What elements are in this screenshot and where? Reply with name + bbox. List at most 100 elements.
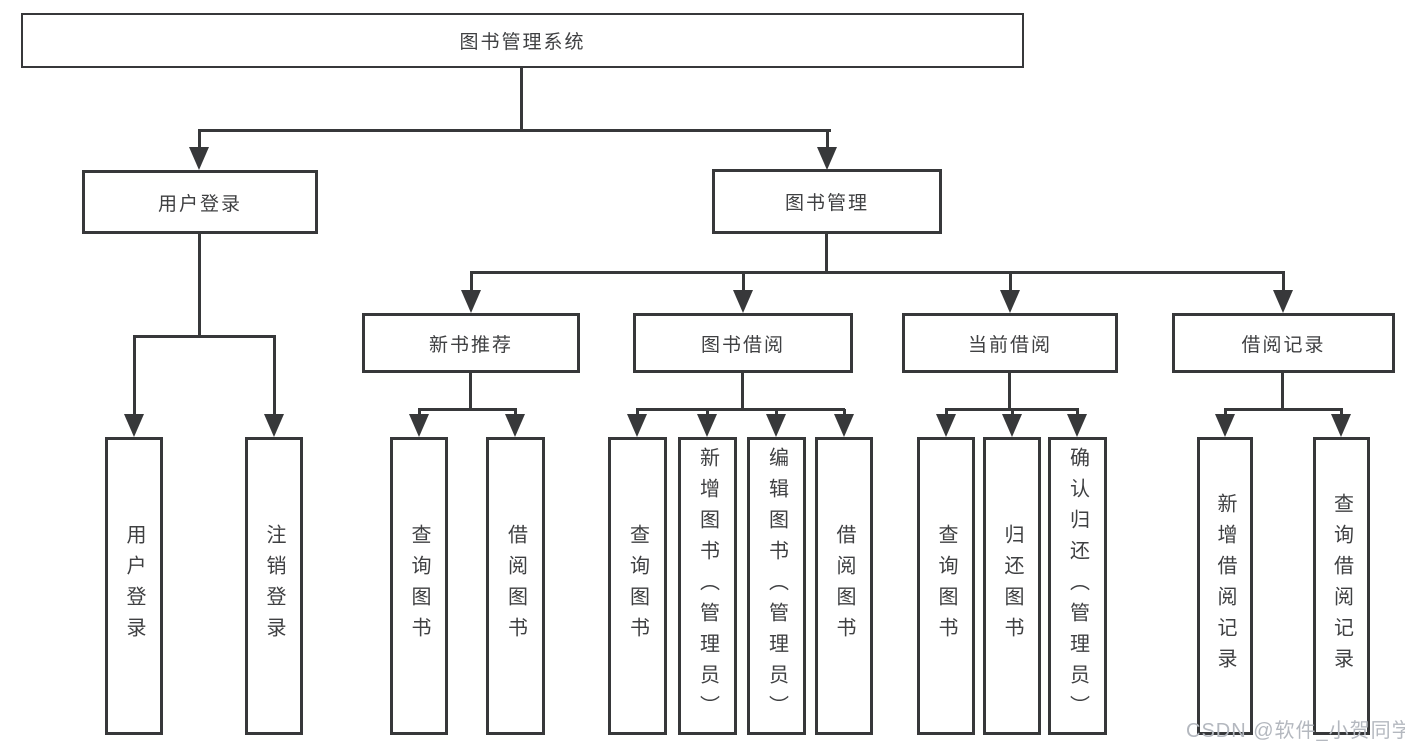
arrowhead-icon: [1331, 414, 1351, 437]
arrowhead-icon: [1002, 414, 1022, 437]
arrow-to-leaf-bb-borrow: [834, 409, 854, 437]
arrow-to-leaf-bb-query: [627, 409, 647, 437]
arrowhead-icon: [1067, 414, 1087, 437]
arrowhead-icon: [1273, 290, 1293, 313]
arrowhead-icon: [1215, 414, 1235, 437]
arrow-stem: [825, 131, 829, 152]
connector-user-login-stem: [198, 234, 201, 338]
leaf-bb-edit-books: 编辑图书（管理员）: [747, 437, 806, 735]
node-new-book-recommend-label: 新书推荐: [428, 334, 513, 356]
arrowhead-icon: [505, 414, 525, 437]
arrow-to-leaf-bb-add: [697, 409, 717, 437]
arrow-stem: [132, 337, 136, 419]
arrowhead-icon: [189, 147, 209, 170]
arrow-to-user-login: [189, 131, 209, 170]
arrowhead-icon: [627, 414, 647, 437]
node-book-borrowing-label: 图书借阅: [700, 334, 785, 356]
arrow-stem: [1008, 273, 1012, 295]
connector-book-borrowing-bar: [636, 408, 845, 411]
node-root-label: 图书管理系统: [459, 32, 586, 53]
connector-book-management-bar: [470, 271, 1285, 274]
leaf-bb-borrow-books: 借阅图书: [815, 437, 873, 735]
leaf-label: 查询图书: [935, 524, 957, 648]
arrowhead-icon: [834, 414, 854, 437]
arrowhead-icon: [697, 414, 717, 437]
node-borrowing-records: 借阅记录: [1172, 313, 1395, 373]
arrow-to-leaf-cb-return: [1002, 409, 1022, 437]
connector-root-bar: [198, 129, 831, 132]
connector-new-book-recommend-stem: [469, 373, 472, 410]
leaf-label: 确认归还（管理员）: [1066, 446, 1089, 726]
arrowhead-icon: [409, 414, 429, 437]
connector-root-stem: [520, 66, 523, 132]
node-book-management: 图书管理: [712, 169, 942, 234]
arrowhead-icon: [461, 290, 481, 313]
arrow-to-leaf-logout-login: [264, 337, 284, 437]
node-borrowing-records-label: 借阅记录: [1241, 334, 1326, 356]
leaf-user-login: 用户登录: [105, 437, 163, 735]
leaf-label: 查询图书: [408, 524, 430, 648]
arrow-stem: [469, 273, 473, 295]
arrow-to-borrowing-records: [1273, 273, 1293, 313]
node-new-book-recommend: 新书推荐: [362, 313, 580, 373]
arrow-to-leaf-user-login: [124, 337, 144, 437]
connector-borrowing-records-stem: [1281, 373, 1284, 410]
arrow-to-book-borrowing: [733, 273, 753, 313]
arrow-stem: [1281, 273, 1285, 295]
leaf-label: 新增图书（管理员）: [696, 446, 719, 726]
node-user-login-label: 用户登录: [157, 193, 242, 215]
node-root: 图书管理系统: [21, 13, 1024, 68]
leaf-cb-return-books: 归还图书: [983, 437, 1041, 735]
arrow-to-leaf-bb-edit: [766, 409, 786, 437]
arrow-to-leaf-nbr-query: [409, 409, 429, 437]
connector-current-borrowing-stem: [1008, 373, 1011, 410]
leaf-label: 借阅图书: [833, 524, 855, 648]
leaf-label: 编辑图书（管理员）: [765, 446, 788, 726]
connector-book-borrowing-stem: [741, 373, 744, 410]
leaf-cb-query-books: 查询图书: [917, 437, 975, 735]
node-book-management-label: 图书管理: [784, 193, 869, 214]
leaf-label: 查询图书: [626, 524, 649, 648]
leaf-nbr-borrow-books: 借阅图书: [486, 437, 545, 735]
arrowhead-icon: [936, 414, 956, 437]
arrow-stem: [741, 273, 745, 295]
arrow-to-new-book-recommend: [461, 273, 481, 313]
arrow-to-leaf-nbr-borrow: [505, 409, 525, 437]
leaf-label: 新增借阅记录: [1214, 493, 1236, 679]
leaf-label: 用户登录: [123, 524, 145, 648]
leaf-bb-add-books: 新增图书（管理员）: [678, 437, 737, 735]
arrowhead-icon: [264, 414, 284, 437]
leaf-bb-query-books: 查询图书: [608, 437, 667, 735]
leaf-label: 归还图书: [1001, 524, 1023, 648]
node-user-login: 用户登录: [82, 170, 318, 234]
leaf-br-query-record: 查询借阅记录: [1313, 437, 1370, 735]
leaf-label: 借阅图书: [504, 524, 527, 648]
leaf-label: 查询借阅记录: [1330, 493, 1353, 679]
arrow-to-book-management: [817, 131, 837, 170]
connector-borrowing-records-bar: [1224, 408, 1343, 411]
arrowhead-icon: [766, 414, 786, 437]
arrowhead-icon: [733, 290, 753, 313]
arrow-to-leaf-br-add: [1215, 409, 1235, 437]
connector-user-login-bar: [133, 335, 276, 338]
leaf-logout-login: 注销登录: [245, 437, 303, 735]
arrow-to-leaf-cb-query: [936, 409, 956, 437]
arrow-to-leaf-cb-confirm: [1067, 409, 1087, 437]
arrowhead-icon: [817, 147, 837, 170]
connector-book-management-stem: [825, 234, 828, 273]
arrowhead-icon: [1000, 290, 1020, 313]
node-current-borrowing-label: 当前借阅: [967, 334, 1052, 356]
leaf-nbr-query-books: 查询图书: [390, 437, 448, 735]
arrowhead-icon: [124, 414, 144, 437]
arrow-to-current-borrowing: [1000, 273, 1020, 313]
leaf-label: 注销登录: [263, 524, 285, 648]
node-current-borrowing: 当前借阅: [902, 313, 1118, 373]
connector-new-book-recommend-bar: [418, 408, 517, 411]
arrow-stem: [272, 337, 276, 419]
node-book-borrowing: 图书借阅: [633, 313, 853, 373]
leaf-br-add-record: 新增借阅记录: [1197, 437, 1253, 735]
leaf-cb-confirm-return: 确认归还（管理员）: [1048, 437, 1107, 735]
csdn-watermark: CSDN @软件_小贺同学: [1186, 720, 1405, 742]
arrow-to-leaf-br-query: [1331, 409, 1351, 437]
